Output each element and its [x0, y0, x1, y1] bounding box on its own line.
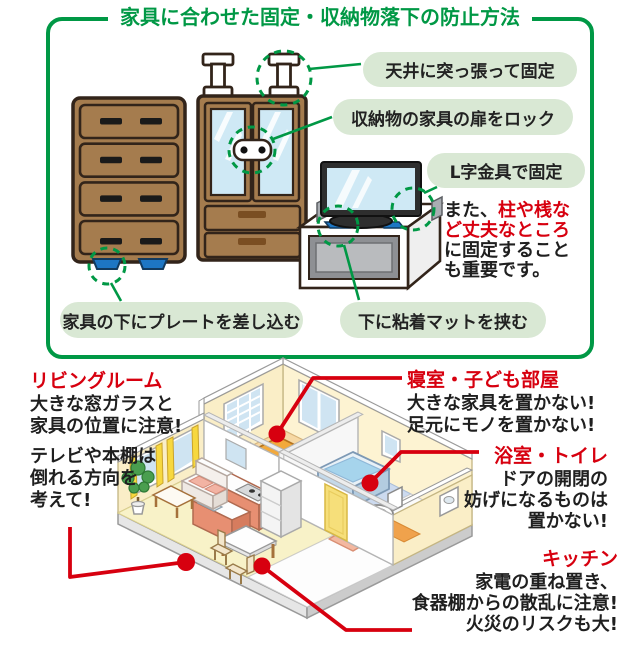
living-room-note: リビングルーム 大きな窓ガラスと 家具の位置に注意! テレビや本棚は 倒れる方向… — [30, 370, 182, 512]
kitchen-illustration — [191, 470, 303, 584]
living-room-line: 家具の位置に注意! — [30, 416, 183, 437]
callout-lines — [109, 62, 438, 302]
bedroom-line: 足元にモノを置かない! — [407, 415, 596, 436]
bath-toilet-line: 置かない! — [527, 511, 608, 532]
pointer-living — [68, 527, 187, 579]
dining-chairs — [209, 528, 255, 584]
living-room-line: 倒れる方向を — [30, 468, 138, 489]
insert-plate-marker — [87, 246, 127, 286]
label-door-lock: 収納物の家具の扉をロック — [333, 99, 573, 135]
bath-toilet-line: ドアの開閉の — [500, 469, 608, 490]
coffee-table — [151, 485, 197, 518]
note-line: も重要です。 — [444, 260, 551, 281]
l-bracket-marker — [390, 186, 436, 232]
wall-picture — [225, 438, 247, 470]
ceiling-brace-marker — [255, 49, 313, 107]
note-line: に固定すること — [444, 240, 570, 261]
door-lock-device — [232, 138, 273, 162]
room-pointer-dots — [177, 425, 379, 575]
pointer-bedroom — [275, 376, 402, 436]
potted-plant — [121, 460, 155, 515]
tv-illustration — [320, 161, 422, 229]
room-pointers — [68, 376, 479, 632]
sofa — [180, 457, 234, 511]
yellow-door — [324, 482, 348, 543]
cabinet-illustration — [196, 52, 308, 262]
kitchen-note: キッチン 家電の重ね置き、 食器棚からの散乱に注意! 火災のリスクも大! — [411, 548, 618, 636]
drawer-handles — [100, 118, 162, 245]
bath-front-wall — [277, 449, 399, 567]
kitchen-dot — [253, 557, 271, 575]
bath-dot — [361, 474, 379, 492]
bedroom-dot — [268, 425, 286, 443]
chest-of-drawers-illustration — [71, 96, 187, 270]
bedroom-note: 寝室・子ども部屋 大きな家具を置かない! 足元にモノを置かない! — [407, 369, 595, 437]
note-line: ど丈夫なところ — [444, 220, 570, 241]
bath-toilet-note: 浴室・トイレ ドアの開閉の 妨げになるものは 置かない! — [464, 445, 608, 533]
door-lock-marker — [227, 125, 277, 175]
kitchen-title: キッチン — [541, 548, 618, 570]
tall-cabinet — [259, 470, 303, 539]
living-room-line: テレビや本棚は — [30, 446, 156, 467]
pointer-kitchen — [260, 564, 412, 632]
isometric-house-illustration — [68, 357, 479, 632]
callout-markers — [87, 49, 436, 286]
kitchen-line: 食器棚からの散乱に注意! — [411, 593, 618, 614]
living-dot — [177, 553, 195, 571]
insert-plates — [91, 258, 169, 270]
adhesive-mat-marker — [316, 204, 360, 248]
ceiling-brace-right — [267, 52, 301, 99]
label-ceiling-brace: 天井に突っ張って固定 — [363, 52, 577, 87]
note-line: また、柱や桟な — [444, 200, 570, 221]
label-adhesive-mat: 下に粘着マットを挟む — [340, 302, 546, 338]
tv-stand-illustration — [295, 161, 445, 291]
label-l-bracket: L字金具で固定 — [427, 153, 585, 188]
kitchen-line: 火災のリスクも大! — [465, 614, 618, 635]
living-room-line: 考えて! — [30, 490, 92, 511]
living-room-title: リビングルーム — [30, 370, 163, 392]
living-room-line: 大きな窓ガラスと — [30, 394, 174, 415]
furniture-illustration — [71, 49, 445, 302]
bath-window — [381, 429, 401, 464]
bedroom-line: 大きな家具を置かない! — [407, 393, 596, 414]
pillar-note: また、柱や桟な ど丈夫なところ に固定すること も重要です。 — [444, 201, 592, 281]
label-insert-plate: 家具の下にプレートを差し込む — [60, 302, 303, 338]
bath-toilet-title: 浴室・トイレ — [493, 445, 608, 467]
kitchen-line: 家電の重ね置き、 — [475, 572, 618, 593]
floor-slab — [117, 511, 473, 620]
bath-toilet-line: 妨げになるものは — [464, 490, 608, 511]
ceiling-brace-left — [201, 52, 235, 99]
pointer-bath — [368, 450, 479, 485]
bedroom-title: 寝室・子ども部屋 — [407, 369, 560, 391]
page-title: 家具に合わせた固定・収納物落下の防止方法 — [0, 4, 640, 30]
